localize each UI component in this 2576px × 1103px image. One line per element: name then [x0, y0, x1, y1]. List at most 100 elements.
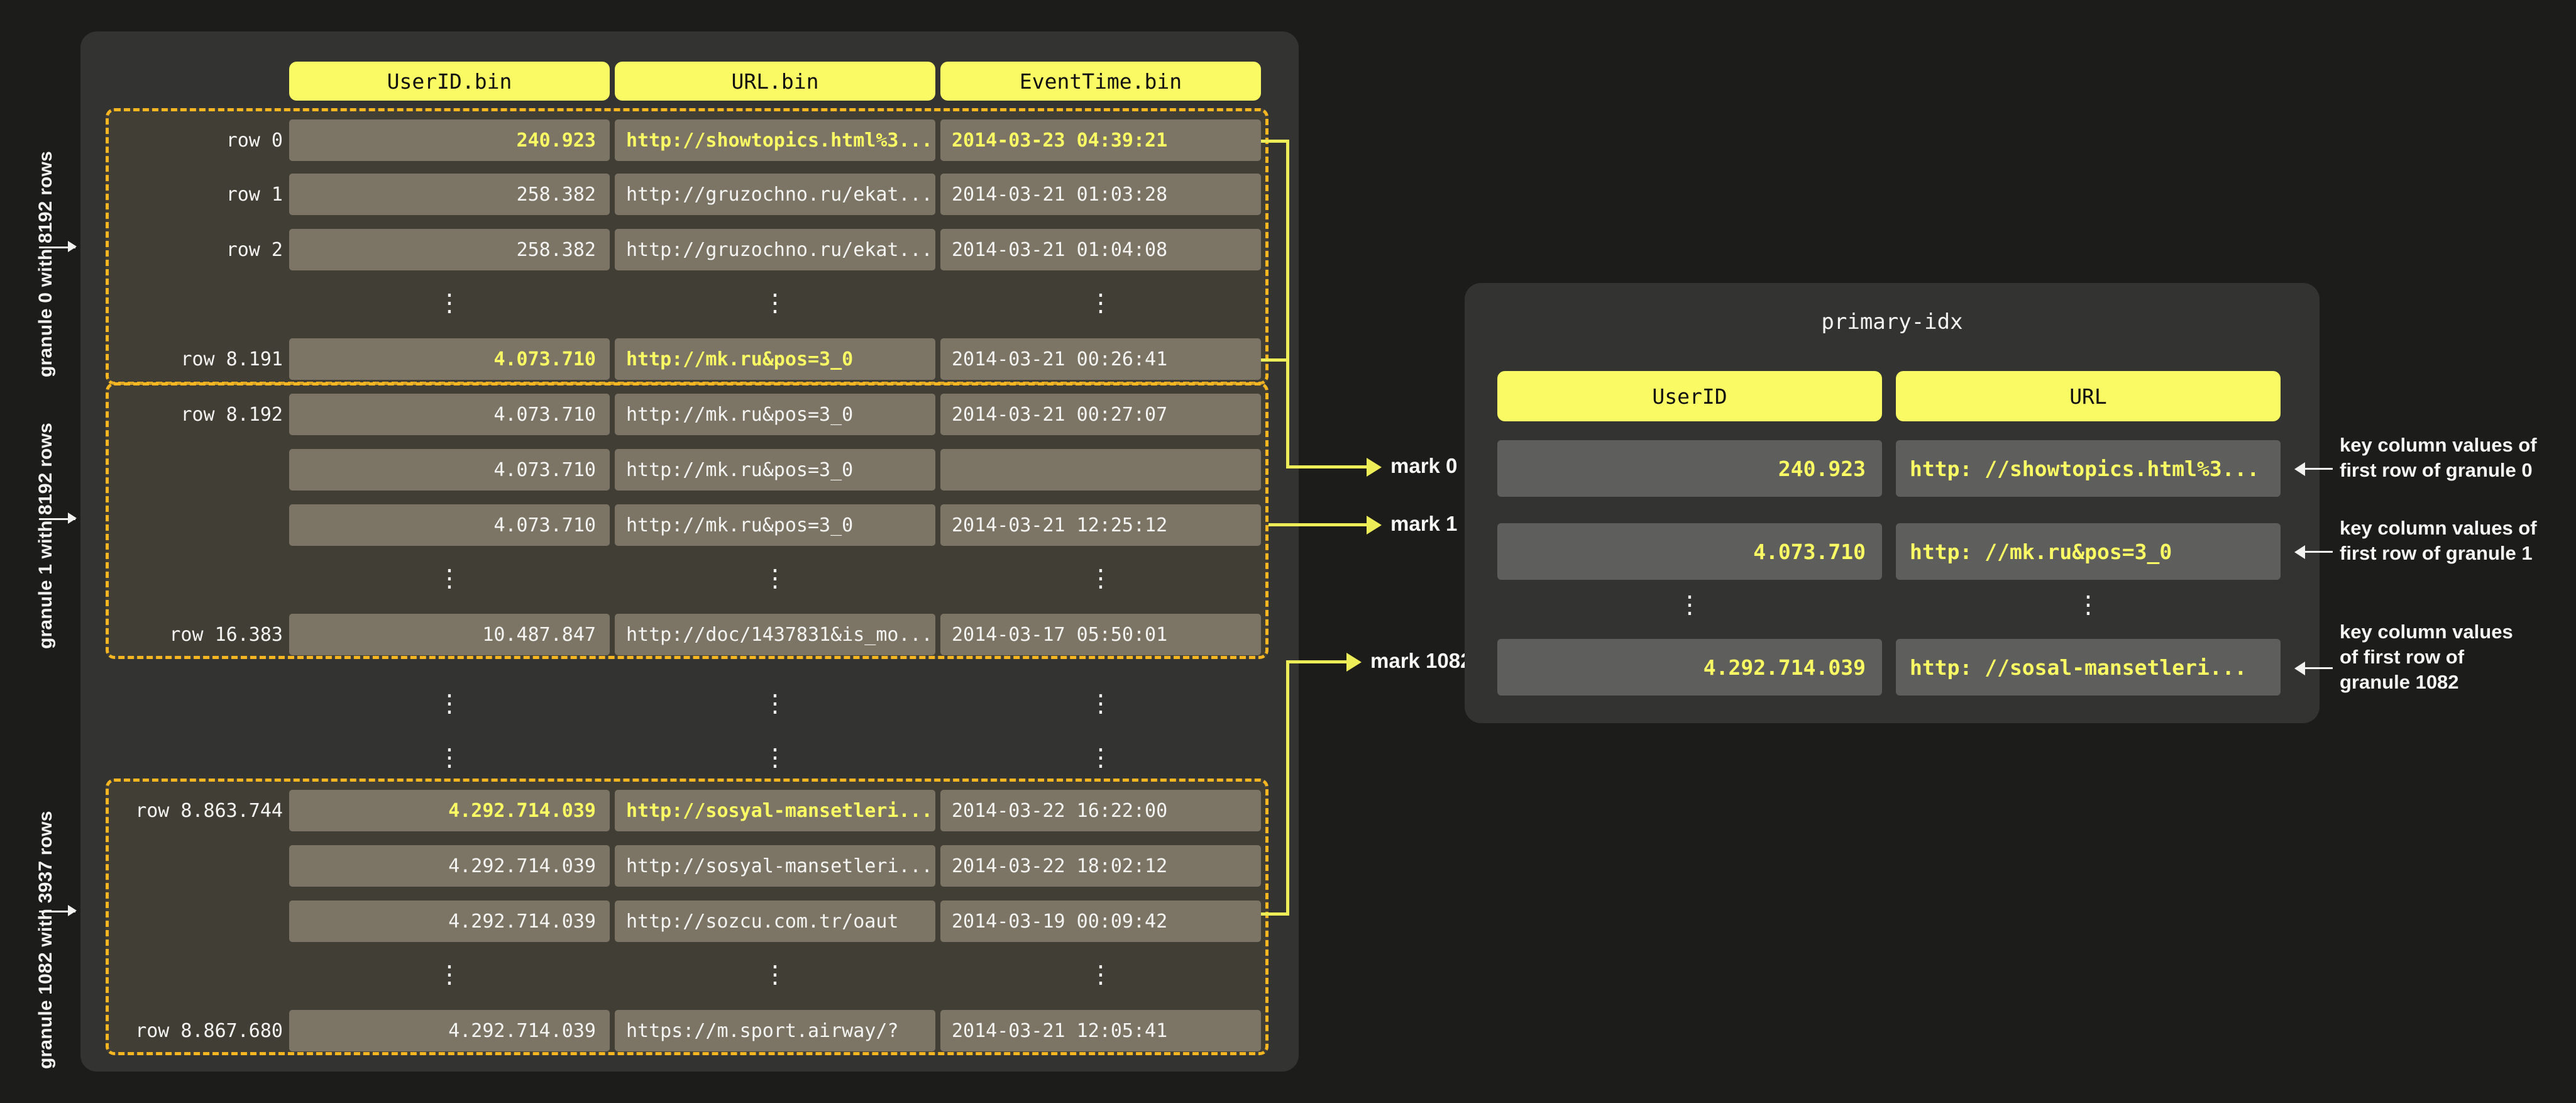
- cell-eventtime-g1082-r2: 2014-03-19 00:09:42: [940, 901, 1261, 942]
- cell-eventtime-g1-r2: 2014-03-21 12:25:12: [940, 504, 1261, 546]
- row-label-g1-r4: row 16.383: [169, 623, 283, 646]
- idx-column-header-userid: UserID: [1497, 371, 1882, 421]
- note-granule-1082: key column values of first row of granul…: [2340, 621, 2513, 693]
- granule-side-label-1: granule 1 with 8192 rows: [35, 423, 56, 649]
- granule-leader-line-1: [39, 518, 75, 520]
- cell-eventtime-g0-r2: 2014-03-21 01:04:08: [940, 229, 1261, 270]
- ellipsis-g1082-userid: ...: [443, 949, 456, 990]
- ellipsis-g1-url: ...: [768, 553, 782, 594]
- column-header-userid-bin: UserID.bin: [289, 62, 610, 101]
- cell-userid-g1-r0: 4.073.710: [289, 394, 610, 435]
- cell-url-g1082-r4: https://m.sport.airway/?: [615, 1010, 935, 1051]
- note-granule-1: key column values of first row of granul…: [2340, 517, 2537, 564]
- idx-cell-url-r1: http: //mk.ru&pos=3_0: [1896, 523, 2281, 580]
- row-label-g1082-r0: row 8.863.744: [135, 799, 283, 822]
- row-label-g0-r1: row 1: [226, 183, 283, 206]
- granule-leader-arrow-0: [68, 241, 77, 252]
- cell-userid-g0-r2: 258.382: [289, 229, 610, 270]
- cell-eventtime-g1-r0: 2014-03-21 00:27:07: [940, 394, 1261, 435]
- granule-side-label-0: granule 0 with 8192 rows: [35, 151, 56, 377]
- primary-index-title: primary-idx: [1821, 309, 1963, 335]
- row-label-g1082-r4: row 8.867.680: [135, 1019, 283, 1042]
- cell-url-g1-r2: http://mk.ru&pos=3_0: [615, 504, 935, 546]
- ellipsis-g0-url: ...: [768, 277, 782, 319]
- ellipsis-g1082-eventtime: ...: [1094, 949, 1108, 990]
- note-line-1082: [2304, 667, 2333, 669]
- row-label-g1-r0: row 8.192: [180, 403, 283, 426]
- mark-label-0: mark 0: [1390, 454, 1458, 477]
- idx-cell-userid-r0: 240.923: [1497, 440, 1882, 497]
- cell-userid-g1-r2: 4.073.710: [289, 504, 610, 546]
- note-arrow-0: [2294, 462, 2305, 476]
- ellipsis-g1082-url: ...: [768, 949, 782, 990]
- idx-cell-userid-r1: 4.073.710: [1497, 523, 1882, 580]
- row-label-g0-r4: row 8.191: [180, 348, 283, 370]
- ellipsis-between-userid-a: ...: [443, 678, 456, 719]
- row-label-g0-r2: row 2: [226, 238, 283, 261]
- ellipsis-between-eventtime-a: ...: [1094, 678, 1108, 719]
- connector-mark0-arrow: [1367, 458, 1382, 477]
- ellipsis-g1-userid: ...: [443, 553, 456, 594]
- granule-leader-line-0: [39, 247, 75, 248]
- cell-eventtime-g1-r4: 2014-03-17 05:50:01: [940, 614, 1261, 655]
- note-line-1: [2304, 551, 2333, 553]
- note-arrow-1: [2294, 545, 2305, 559]
- cell-eventtime-g0-r1: 2014-03-21 01:03:28: [940, 174, 1261, 215]
- cell-url-g1082-r2: http://sozcu.com.tr/oaut: [615, 901, 935, 942]
- ellipsis-g1-eventtime: ...: [1094, 553, 1108, 594]
- cell-eventtime-g1082-r1: 2014-03-22 18:02:12: [940, 845, 1261, 887]
- mark-label-1: mark 1: [1390, 512, 1458, 535]
- connector-mark0-bottom: [1261, 358, 1289, 362]
- connector-mark1082-bottom: [1261, 912, 1289, 916]
- idx-cell-url-r3: http: //sosal-mansetleri...: [1896, 639, 2281, 696]
- ellipsis-between-url-a: ...: [768, 678, 782, 719]
- connector-mark1-arrow: [1367, 516, 1382, 535]
- ellipsis-between-eventtime-b: ...: [1094, 732, 1108, 773]
- cell-url-g1082-r0: http://sosyal-mansetleri...: [615, 790, 935, 831]
- granule-leader-line-2: [39, 911, 75, 912]
- cell-url-g1-r0: http://mk.ru&pos=3_0: [615, 394, 935, 435]
- ellipsis-idx-userid: ...: [1683, 579, 1697, 621]
- connector-mark0-vertical: [1286, 140, 1289, 468]
- cell-userid-g1082-r0: 4.292.714.039: [289, 790, 610, 831]
- cell-url-g0-r2: http://gruzochno.ru/ekat...: [615, 229, 935, 270]
- ellipsis-idx-url: ...: [2081, 579, 2095, 621]
- connector-mark1082-horizontal: [1286, 660, 1346, 663]
- cell-userid-g1082-r2: 4.292.714.039: [289, 901, 610, 942]
- granule-side-label-2: granule 1082 with 3937 rows: [35, 811, 56, 1069]
- ellipsis-between-url-b: ...: [768, 732, 782, 773]
- note-line-0: [2304, 468, 2333, 470]
- cell-userid-g1-r1: 4.073.710: [289, 449, 610, 491]
- note-arrow-1082: [2294, 662, 2305, 675]
- connector-mark1-horizontal: [1269, 523, 1367, 526]
- cell-eventtime-g0-r4: 2014-03-21 00:26:41: [940, 338, 1261, 380]
- cell-eventtime-g1-r1: [940, 449, 1261, 491]
- column-header-url-bin: URL.bin: [615, 62, 935, 101]
- cell-userid-g0-r0: 240.923: [289, 119, 610, 161]
- row-label-g0-r0: row 0: [226, 129, 283, 152]
- cell-userid-g0-r4: 4.073.710: [289, 338, 610, 380]
- cell-url-g1-r1: http://mk.ru&pos=3_0: [615, 449, 935, 491]
- cell-eventtime-g0-r0: 2014-03-23 04:39:21: [940, 119, 1261, 161]
- granule-leader-arrow-1: [68, 513, 77, 524]
- cell-userid-g1-r4: 10.487.847: [289, 614, 610, 655]
- cell-url-g1-r4: http://doc/1437831&is_mo...: [615, 614, 935, 655]
- cell-url-g0-r4: http://mk.ru&pos=3_0: [615, 338, 935, 380]
- granule-leader-arrow-2: [68, 905, 77, 916]
- ellipsis-g0-userid: ...: [443, 277, 456, 319]
- idx-column-header-url: URL: [1896, 371, 2281, 421]
- cell-eventtime-g1082-r4: 2014-03-21 12:05:41: [940, 1010, 1261, 1051]
- idx-cell-url-r0: http: //showtopics.html%3...: [1896, 440, 2281, 497]
- cell-userid-g1082-r4: 4.292.714.039: [289, 1010, 610, 1051]
- connector-mark0-horizontal: [1286, 465, 1367, 468]
- mark-label-1082: mark 1082: [1370, 649, 1472, 672]
- note-granule-0: key column values of first row of granul…: [2340, 434, 2537, 481]
- cell-userid-g0-r1: 258.382: [289, 174, 610, 215]
- cell-url-g0-r1: http://gruzochno.ru/ekat...: [615, 174, 935, 215]
- ellipsis-between-userid-b: ...: [443, 732, 456, 773]
- idx-cell-userid-r3: 4.292.714.039: [1497, 639, 1882, 696]
- ellipsis-g0-eventtime: ...: [1094, 277, 1108, 319]
- cell-userid-g1082-r1: 4.292.714.039: [289, 845, 610, 887]
- connector-mark1082-vertical: [1286, 660, 1289, 916]
